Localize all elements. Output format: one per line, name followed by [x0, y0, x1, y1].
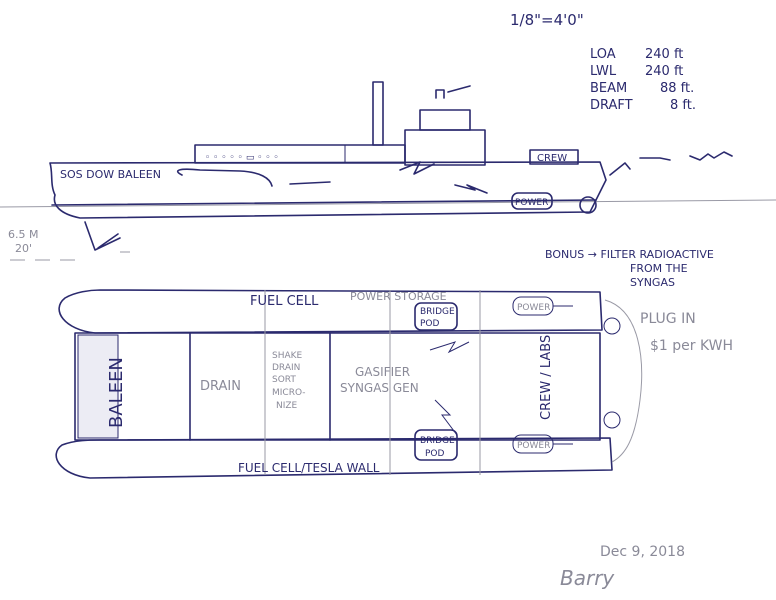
depth-feet: 20'	[15, 242, 32, 255]
bridge-pod-bottom: POD	[425, 449, 445, 459]
bonus-note: SYNGAS	[630, 276, 675, 289]
process-step: DRAIN	[272, 363, 300, 373]
scale-note: 1/8"=4'0"	[510, 11, 584, 29]
baleen-label: BALEEN	[106, 357, 127, 428]
power-bottom: POWER	[517, 441, 550, 451]
process-step: SORT	[272, 375, 296, 385]
signature: Barry	[560, 566, 615, 590]
bridge-pod-top: BRIDGE	[420, 307, 455, 317]
spec-table: LOA 240 ft LWL 240 ft BEAM 88 ft. DRAFT …	[590, 47, 696, 113]
power-storage: POWER STORAGE	[350, 290, 447, 303]
side-elevation: ◦ ◦ ◦ ◦ ◦ ▭ ◦ ◦ ◦ CREW SOS DOW BALEEN PO…	[0, 81, 776, 261]
fuel-cell-top: FUEL CELL	[250, 294, 319, 309]
spec-value: 8 ft.	[670, 98, 696, 113]
spec-label: BEAM	[590, 81, 627, 96]
price-note: $1 per KWH	[650, 338, 733, 354]
fuel-cell-bottom: FUEL CELL/TESLA WALL	[238, 461, 380, 475]
bonus-note: FROM THE	[630, 262, 688, 275]
smokestack	[372, 81, 384, 146]
gasifier-label: GASIFIER	[355, 365, 410, 379]
spec-label: LOA	[590, 47, 616, 62]
drain-label: DRAIN	[200, 379, 241, 394]
spec-value: 240 ft	[645, 64, 683, 79]
power-top: POWER	[517, 303, 550, 313]
plan-view: FUEL CELL POWER STORAGE BRIDGE POD BRIDG…	[55, 289, 643, 479]
process-step: NIZE	[276, 401, 298, 411]
process-step: MICRO-	[272, 388, 306, 398]
gasifier-label: SYNGAS GEN	[340, 381, 419, 395]
crew-labs-label: CREW / LABS	[539, 335, 554, 420]
bridge-pod-bottom: BRIDGE	[420, 436, 455, 446]
bridge-pod-top: POD	[420, 319, 440, 329]
bonus-note: BONUS → FILTER RADIOACTIVE	[545, 248, 714, 261]
crew-label: CREW	[537, 153, 567, 164]
process-step: SHAKE	[272, 351, 303, 361]
spec-label: LWL	[590, 64, 617, 79]
depth-meters: 6.5 M	[8, 228, 38, 241]
power-label: POWER	[515, 198, 548, 208]
spec-value: 240 ft	[645, 47, 683, 62]
spec-label: DRAFT	[590, 98, 633, 113]
spec-value: 88 ft.	[660, 81, 694, 96]
hull-name: SOS DOW BALEEN	[60, 168, 161, 181]
svg-text:◦ ◦ ◦ ◦ ◦ ▭ ◦ ◦ ◦: ◦ ◦ ◦ ◦ ◦ ▭ ◦ ◦ ◦	[205, 153, 279, 163]
plug-in-note: PLUG IN	[640, 311, 696, 327]
date: Dec 9, 2018	[600, 544, 685, 560]
